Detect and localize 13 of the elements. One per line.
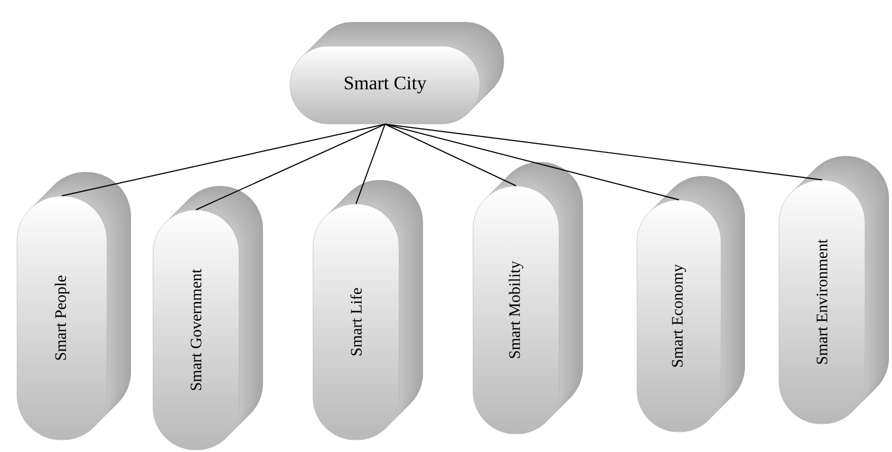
connector-line bbox=[62, 124, 386, 196]
pill-box: Smart City bbox=[290, 22, 504, 124]
pill-box: Smart Government bbox=[152, 186, 263, 450]
pill-box: Smart Economy bbox=[636, 176, 745, 432]
pill-box: Smart Environment bbox=[778, 156, 889, 424]
connector-line bbox=[384, 124, 516, 186]
connector-line bbox=[355, 124, 386, 204]
pill-box: Smart Life bbox=[312, 180, 423, 440]
connector-line bbox=[196, 124, 386, 210]
connector-line bbox=[384, 124, 822, 180]
connector-line bbox=[384, 124, 680, 200]
pill-box: Smart People bbox=[16, 172, 131, 440]
pill-box: Smart Mobility bbox=[472, 162, 583, 434]
